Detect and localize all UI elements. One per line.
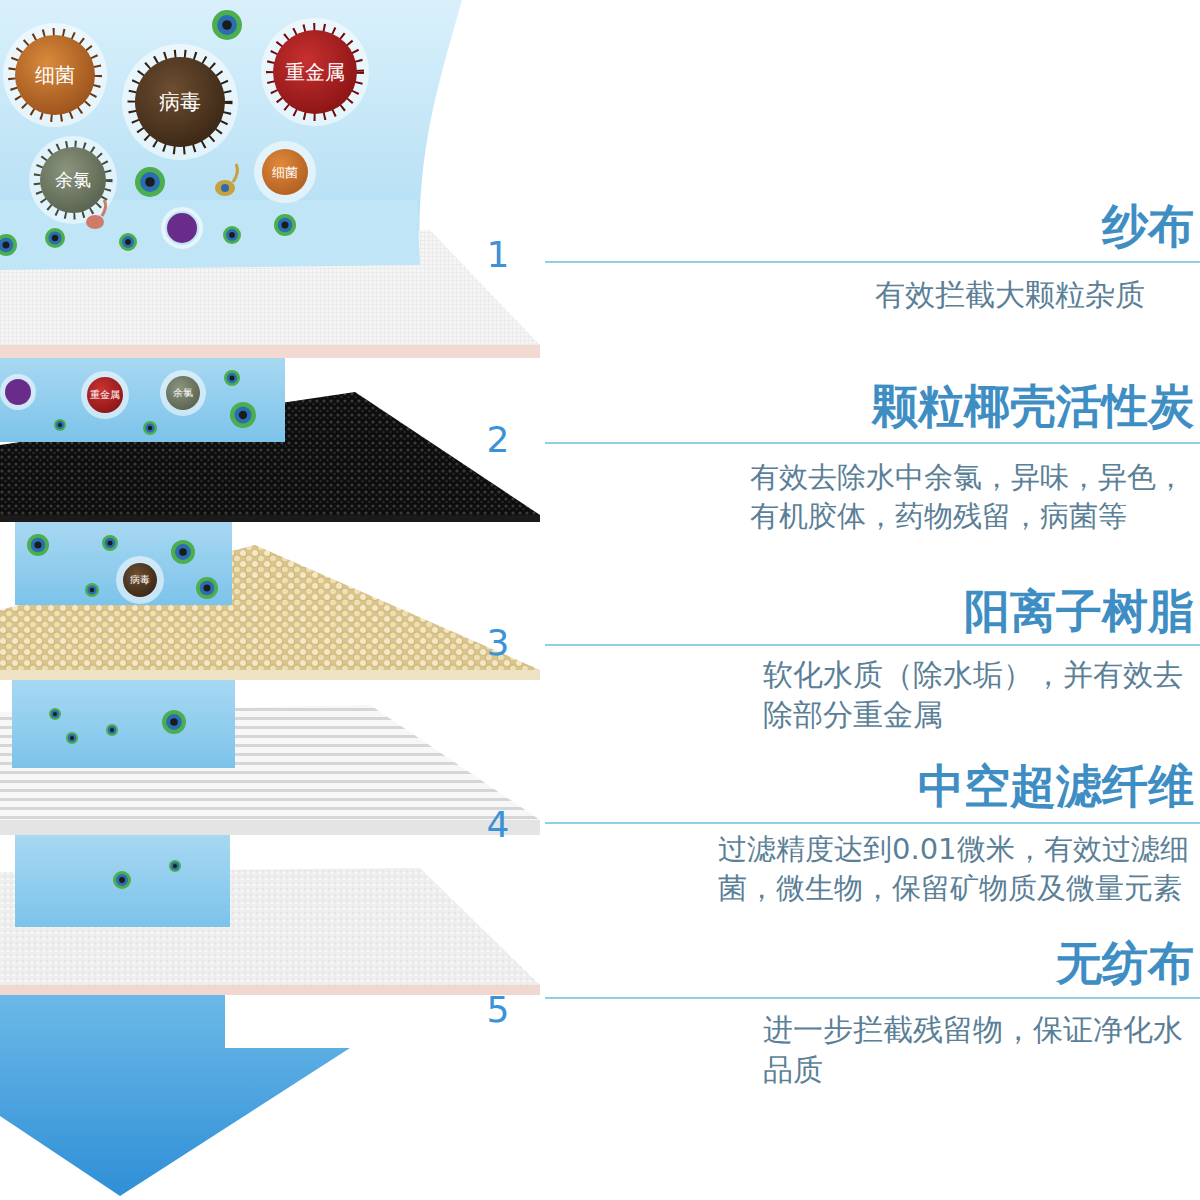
contaminant-name: 重金属 [90, 390, 120, 400]
layer-description: 进一步拦截残留物，保证净化水品质 [763, 1010, 1196, 1090]
flow-arrow [0, 995, 350, 1196]
particles [27, 534, 218, 604]
contaminant-name: 病毒 [159, 92, 201, 113]
layer-title: 颗粒椰壳活性炭 [872, 380, 1194, 433]
layer-description: 有效去除水中余氯，异味，异色，有机胶体，药物残留，病菌等 [750, 458, 1196, 536]
layer-title: 纱布 [1102, 200, 1194, 253]
contaminant-name: 细菌 [35, 65, 75, 85]
layer-description: 软化水质（除水垢），并有效去除部分重金属 [763, 655, 1196, 735]
contaminant-bubble: 病毒 [123, 563, 157, 597]
contaminant-bubble: 病毒 [135, 57, 225, 147]
particles [0, 10, 369, 256]
layer-title: 无纺布 [1056, 937, 1194, 990]
water-column [12, 680, 235, 768]
guide-lines [545, 262, 1200, 998]
layer-edge [0, 820, 540, 835]
callout-number: 5 [470, 988, 526, 1032]
contaminant-name: 病毒 [130, 575, 150, 585]
particles [113, 860, 181, 889]
contaminant-bubble: 余氯 [40, 147, 106, 213]
water-column [15, 835, 230, 927]
contaminant-bubble: 细菌 [15, 35, 95, 115]
contaminant-bubble: 细菌 [262, 149, 308, 195]
layer-description: 有效拦截大颗粒杂质 [875, 275, 1196, 315]
contaminant-bubble: 重金属 [87, 377, 123, 413]
water-column [0, 358, 285, 442]
particles [0, 370, 256, 435]
layer-edge [0, 985, 540, 995]
contaminant-name: 重金属 [285, 62, 345, 82]
callout-number: 2 [470, 418, 526, 462]
layer-title: 中空超滤纤维 [918, 760, 1194, 813]
layer-title: 阳离子树脂 [964, 585, 1194, 638]
water-column [15, 522, 232, 605]
contaminant-bubble: 余氯 [166, 376, 200, 410]
contaminant-name: 细菌 [272, 166, 298, 179]
callout-number: 3 [470, 621, 526, 665]
layer-edge [0, 670, 540, 680]
layer-edge [0, 345, 540, 358]
raw-water [0, 0, 462, 270]
layer-edge [0, 515, 540, 522]
particles [49, 708, 186, 744]
layer-description: 过滤精度达到0.01微米，有效过滤细菌，微生物，保留矿物质及微量元素 [718, 830, 1196, 908]
callout-number: 4 [470, 803, 526, 847]
callout-number: 1 [470, 233, 526, 277]
contaminant-name: 余氯 [55, 171, 91, 189]
contaminant-name: 余氯 [173, 388, 193, 398]
contaminant-bubble: 重金属 [273, 30, 357, 114]
